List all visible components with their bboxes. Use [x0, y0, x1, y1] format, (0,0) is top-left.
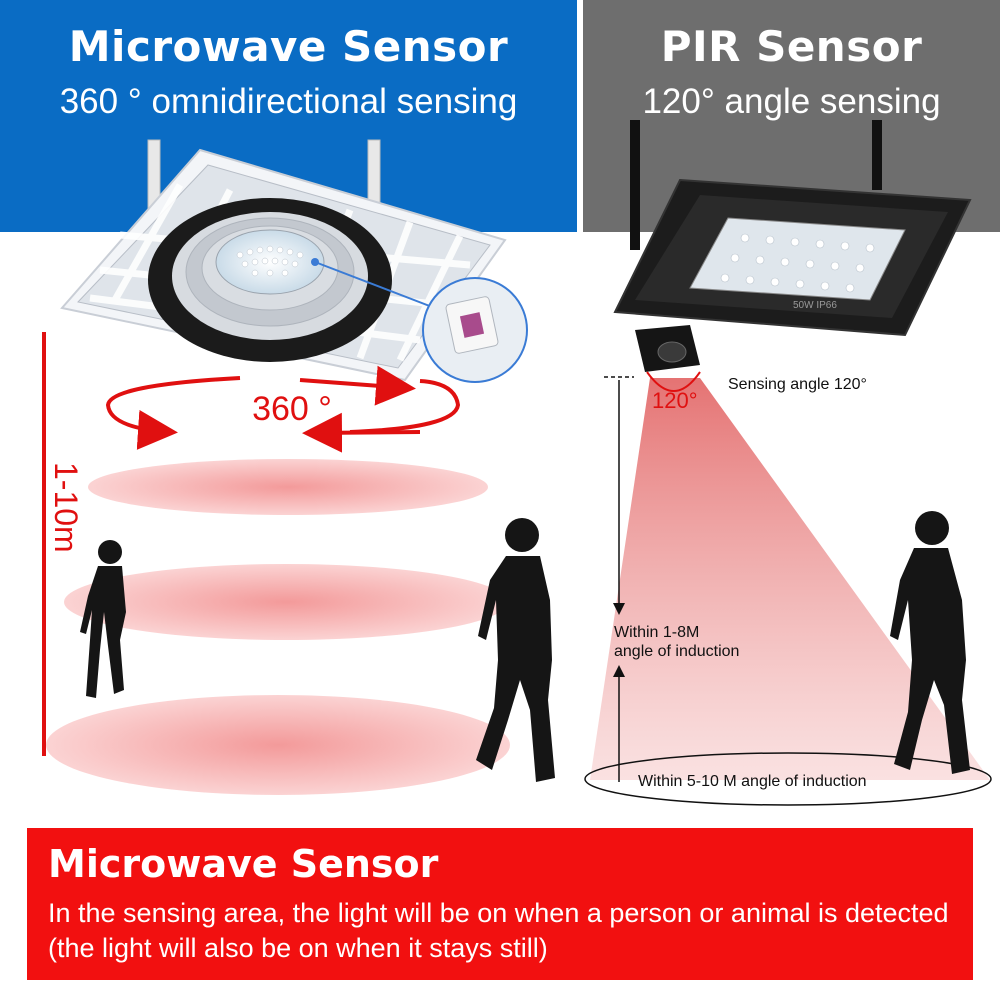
sensing-angle-label: Sensing angle 120° [728, 376, 867, 393]
ufo-lamp [60, 139, 528, 383]
person-silhouette-small [80, 540, 126, 698]
ground-range-ellipse [584, 752, 992, 806]
pir-header-title: PIR Sensor [660, 22, 923, 71]
microwave-info-banner: Microwave Sensor In the sensing area, th… [27, 828, 973, 980]
rotation-arrows [105, 365, 461, 453]
rotation-label: 360 ° [252, 390, 332, 428]
microwave-header-title: Microwave Sensor [68, 22, 509, 71]
lamp-marking: 50W IP66 [793, 300, 837, 311]
ground-range-label: Within 5-10 M angle of induction [638, 773, 867, 790]
person-silhouette-large-left [476, 518, 555, 782]
pir-detection-cone [590, 378, 990, 780]
microwave-header-subtitle: 360 ° omnidirectional sensing [59, 82, 518, 121]
height-label: 1-10m [48, 462, 84, 553]
microwave-info-title: Microwave Sensor [48, 842, 439, 886]
pir-header-panel: PIR Sensor 120° angle sensing [583, 0, 1000, 232]
microwave-info-description: In the sensing area, the light will be o… [48, 898, 949, 963]
cone-angle-label: 120° [652, 388, 698, 413]
flood-light: 50W IP66 [613, 120, 972, 372]
detection-disc-bottom [46, 695, 510, 795]
cone-angle-arc [646, 371, 701, 392]
pir-header-subtitle: 120° angle sensing [642, 82, 941, 121]
person-silhouette-right [890, 511, 970, 774]
vertical-range-line1: Within 1-8M [614, 624, 699, 641]
detection-disc-top [88, 459, 488, 515]
detection-disc-middle [64, 564, 508, 640]
vertical-range-line2: angle of induction [614, 643, 739, 660]
